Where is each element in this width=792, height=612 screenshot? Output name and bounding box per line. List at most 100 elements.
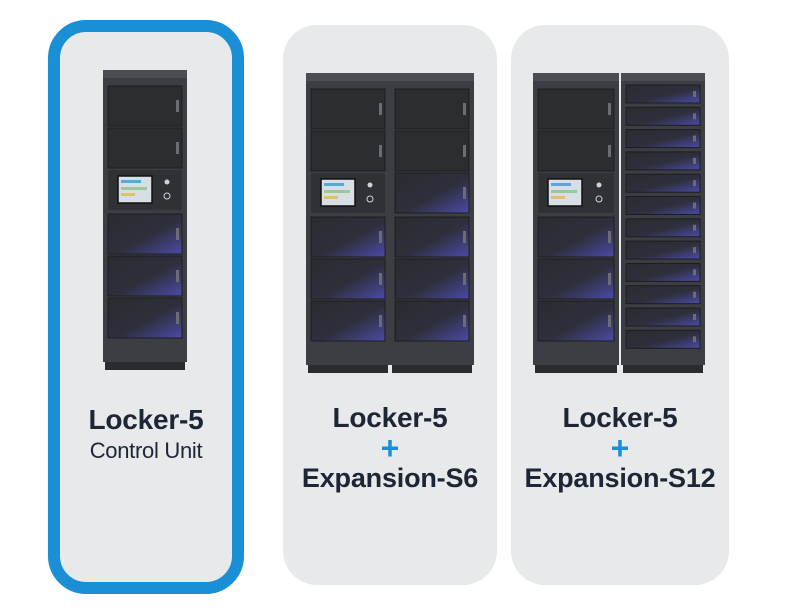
door-handle — [693, 224, 696, 231]
locker-door — [537, 258, 615, 300]
locker-door — [394, 172, 470, 214]
door-handle — [379, 315, 382, 327]
cabinet-top — [390, 73, 474, 81]
locker-door — [107, 85, 183, 127]
locker-door — [625, 173, 701, 193]
option-expansion: Expansion-S12 — [524, 463, 716, 493]
option-label: Locker-5 Control Unit — [60, 404, 232, 464]
locker-door — [310, 300, 386, 342]
locker-door — [107, 255, 183, 297]
door-handle — [608, 145, 611, 157]
door-handle — [608, 315, 611, 327]
locker-door — [394, 88, 470, 130]
locker-5-expansion-s6-image — [306, 73, 474, 373]
option-label: Locker-5 + Expansion-S6 — [283, 402, 497, 494]
door-handle — [463, 103, 466, 115]
option-card-expansion-s6[interactable]: Locker-5 + Expansion-S6 — [283, 25, 497, 585]
locker-door — [310, 88, 386, 130]
option-expansion: Expansion-S6 — [301, 463, 479, 493]
locker-door — [394, 130, 470, 172]
door-handle — [693, 135, 696, 142]
locker-door — [394, 216, 470, 258]
screen-ui — [551, 190, 577, 193]
locker-door — [625, 285, 701, 305]
kiosk-reader — [595, 195, 603, 203]
door-handle — [176, 228, 179, 240]
locker-5-expansion-s12-image — [533, 73, 705, 373]
locker-door — [625, 129, 701, 149]
locker-door — [310, 130, 386, 172]
door-handle — [693, 336, 696, 343]
locker-door — [394, 300, 470, 342]
option-card-control-unit[interactable]: Locker-5 Control Unit — [48, 20, 244, 594]
locker-image-wrap — [60, 70, 232, 370]
cabinet-base — [623, 365, 703, 373]
cabinet-top — [533, 73, 619, 81]
plus-icon: + — [610, 430, 630, 466]
screen-ui — [121, 187, 147, 190]
screen-ui — [551, 196, 565, 199]
kiosk-logo — [596, 182, 602, 188]
option-subtitle: Control Unit — [89, 438, 203, 463]
locker-door — [310, 258, 386, 300]
screen-ui — [121, 180, 141, 183]
door-handle — [176, 100, 179, 112]
locker-door — [625, 240, 701, 260]
locker-door — [310, 216, 386, 258]
option-title: Locker-5 — [88, 404, 204, 435]
locker-5-control-unit-image — [103, 70, 187, 370]
locker-door — [625, 218, 701, 238]
locker-image-wrap — [283, 73, 497, 373]
screen-ui — [324, 183, 344, 186]
door-handle — [463, 315, 466, 327]
cabinet-base — [535, 365, 617, 373]
cabinet-top — [306, 73, 390, 81]
locker-door — [625, 262, 701, 282]
locker-door — [107, 297, 183, 339]
door-handle — [463, 145, 466, 157]
door-handle — [693, 291, 696, 298]
door-handle — [693, 314, 696, 320]
screen-ui — [121, 193, 135, 196]
door-handle — [693, 247, 696, 254]
screen-ui — [324, 196, 338, 199]
plus-icon: + — [380, 430, 400, 466]
locker-door — [107, 213, 183, 255]
cabinet-top — [103, 70, 187, 78]
screen-ui — [551, 183, 571, 186]
option-title: Locker-5 — [332, 402, 448, 433]
door-handle — [693, 202, 696, 209]
locker-door — [625, 329, 701, 349]
cabinet-base — [308, 365, 388, 373]
kiosk-logo — [164, 179, 170, 185]
cabinet-top — [621, 73, 705, 81]
cabinet-base — [392, 365, 472, 373]
door-handle — [379, 103, 382, 115]
door-handle — [693, 157, 696, 164]
door-handle — [176, 270, 179, 282]
door-handle — [693, 91, 696, 97]
door-handle — [463, 273, 466, 285]
locker-door — [537, 130, 615, 172]
option-label: Locker-5 + Expansion-S12 — [511, 402, 729, 494]
door-handle — [693, 180, 696, 187]
locker-door — [625, 196, 701, 215]
cabinet-base — [105, 362, 185, 370]
locker-door — [107, 127, 183, 169]
door-handle — [608, 273, 611, 285]
kiosk-reader — [163, 192, 171, 200]
locker-door — [625, 151, 701, 171]
locker-door — [537, 300, 615, 342]
option-card-expansion-s12[interactable]: Locker-5 + Expansion-S12 — [511, 25, 729, 585]
locker-door — [537, 216, 615, 258]
kiosk-reader — [366, 195, 374, 203]
locker-image-wrap — [511, 73, 729, 373]
door-handle — [463, 187, 466, 199]
locker-door — [625, 307, 701, 327]
locker-door — [537, 88, 615, 130]
door-handle — [379, 273, 382, 285]
locker-door — [625, 106, 701, 126]
door-handle — [176, 142, 179, 154]
door-handle — [693, 269, 696, 276]
kiosk-logo — [367, 182, 373, 188]
